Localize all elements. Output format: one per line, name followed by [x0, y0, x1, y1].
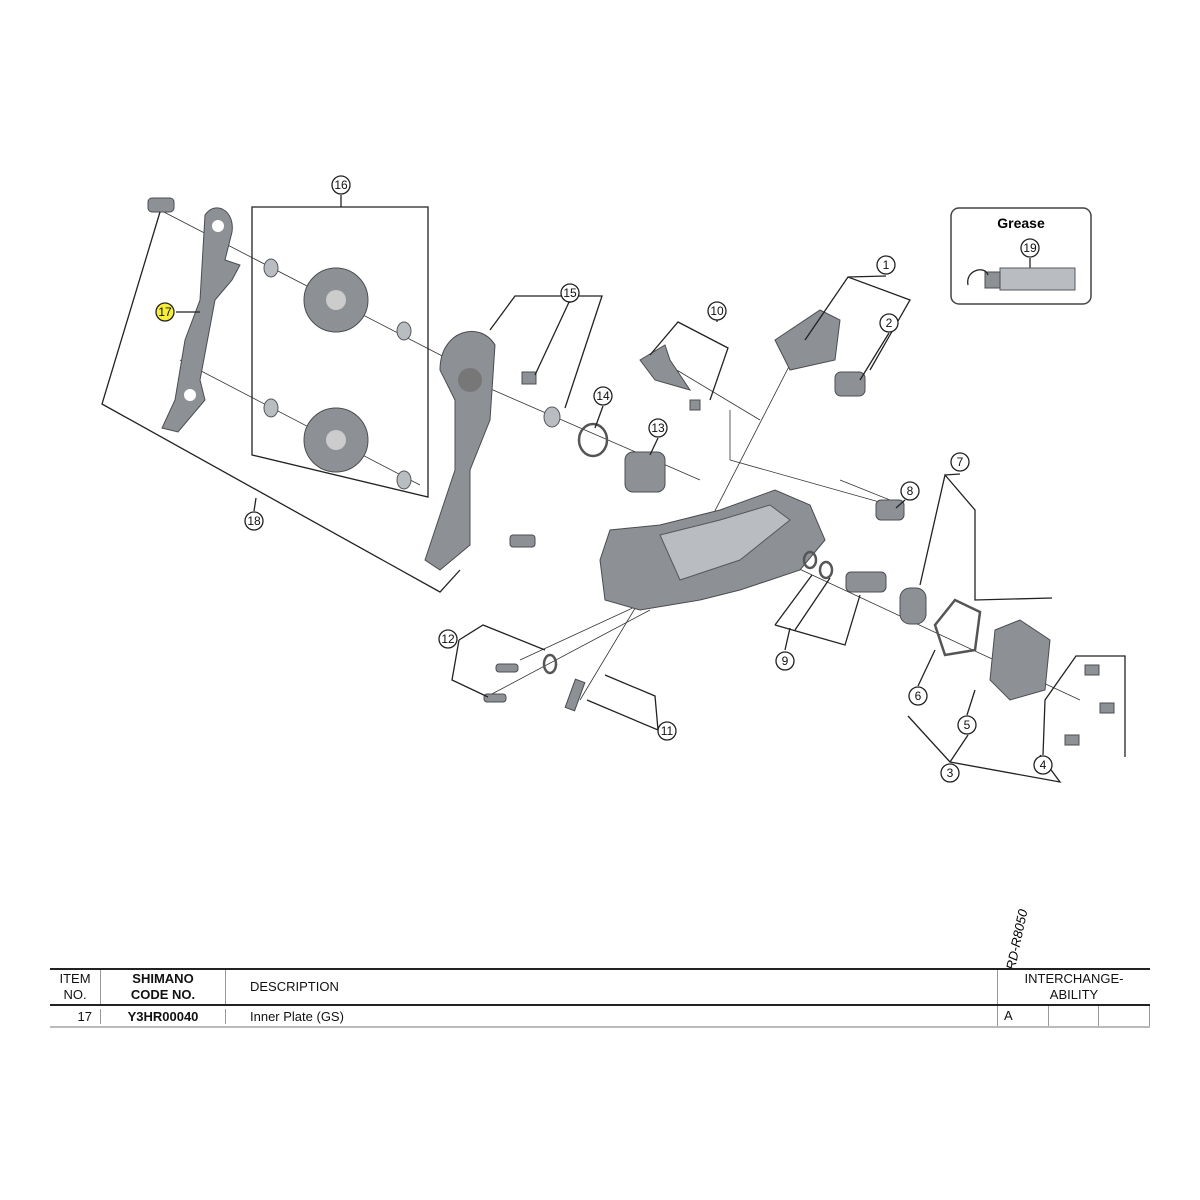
svg-text:10: 10: [710, 304, 724, 318]
svg-text:4: 4: [1040, 758, 1047, 772]
part-4-screws: [1064, 664, 1115, 746]
part-1-2: [774, 309, 866, 397]
part-5-cover: [989, 619, 1051, 701]
callout-10[interactable]: 10: [707, 301, 727, 321]
svg-text:13: 13: [651, 421, 665, 435]
callout-16[interactable]: 16: [331, 175, 351, 195]
part-7: [899, 587, 927, 625]
cell-code: Y3HR00040: [100, 1008, 225, 1024]
callout-9[interactable]: 9: [775, 651, 795, 671]
grease-label: Grease: [997, 215, 1045, 231]
part-9: [802, 550, 887, 593]
svg-text:15: 15: [563, 286, 577, 300]
callout-15[interactable]: 15: [560, 283, 580, 303]
cell-description: Inner Plate (GS): [225, 1008, 997, 1024]
interchange-value: A: [998, 1006, 1049, 1026]
callout-8[interactable]: 8: [900, 481, 920, 501]
callout-4[interactable]: 4: [1033, 755, 1053, 775]
callout-1[interactable]: 1: [876, 255, 896, 275]
part-10: [639, 344, 701, 411]
svg-text:12: 12: [441, 632, 455, 646]
callout-6[interactable]: 6: [908, 686, 928, 706]
exploded-parts-diagram: Grease 1 2 3 4 5 6 7 8 9 10 11 12 13 14 …: [101, 175, 1126, 783]
assembly-axis-lines: [159, 209, 1081, 701]
part-12: [483, 653, 558, 703]
header-description: DESCRIPTION: [225, 970, 997, 1004]
empty-cell: [1099, 1006, 1150, 1026]
grease-box: Grease: [950, 207, 1092, 305]
part-6-gasket: [933, 598, 982, 657]
svg-text:9: 9: [782, 654, 789, 668]
header-text: SHIMANO: [132, 971, 194, 986]
svg-text:5: 5: [964, 718, 971, 732]
callout-18[interactable]: 18: [244, 511, 264, 531]
part-bolt: [147, 197, 175, 213]
part-14: [577, 422, 609, 458]
callout-5[interactable]: 5: [957, 715, 977, 735]
svg-text:6: 6: [915, 689, 922, 703]
svg-text:16: 16: [334, 178, 348, 192]
part-16-pulleys[interactable]: [263, 258, 412, 490]
svg-text:14: 14: [596, 389, 610, 403]
part-13-spring: [624, 451, 666, 493]
callout-12[interactable]: 12: [438, 629, 458, 649]
header-text: ABILITY: [1049, 987, 1099, 1002]
svg-text:3: 3: [947, 766, 954, 780]
svg-text:8: 8: [907, 484, 914, 498]
svg-text:1: 1: [883, 258, 890, 272]
header-text: ITEM: [59, 971, 91, 986]
svg-text:19: 19: [1023, 241, 1037, 255]
callout-17-highlighted[interactable]: 17: [155, 302, 175, 322]
part-15: [521, 371, 561, 428]
svg-text:2: 2: [886, 316, 893, 330]
header-text: CODE NO.: [130, 987, 196, 1002]
svg-text:7: 7: [957, 455, 964, 469]
part-outer-plate: [424, 330, 536, 571]
part-17-inner-plate[interactable]: [161, 207, 241, 433]
svg-text:11: 11: [661, 724, 674, 738]
table-row[interactable]: 17 Y3HR00040 Inner Plate (GS) A: [50, 1006, 1150, 1028]
part-8: [875, 499, 905, 521]
callout-7[interactable]: 7: [950, 452, 970, 472]
cell-interchange: A: [997, 1006, 1150, 1026]
part-main-body: [599, 489, 826, 611]
callout-19[interactable]: 19: [1020, 238, 1040, 258]
header-text: NO.: [63, 987, 87, 1002]
callout-14[interactable]: 14: [593, 386, 613, 406]
svg-text:17: 17: [158, 305, 172, 319]
part-11: [564, 678, 586, 712]
empty-cell: [1049, 1006, 1100, 1026]
callout-2[interactable]: 2: [879, 313, 899, 333]
header-text: DESCRIPTION: [250, 979, 339, 994]
callout-3[interactable]: 3: [940, 763, 960, 783]
header-text: INTERCHANGE-: [1024, 971, 1124, 986]
callout-11[interactable]: 11: [657, 721, 677, 741]
svg-text:18: 18: [247, 514, 261, 528]
header-interchangeability: INTERCHANGE-ABILITY: [997, 970, 1150, 1004]
cell-item: 17: [77, 1008, 92, 1024]
leader-lines: [101, 195, 1126, 783]
callout-13[interactable]: 13: [648, 418, 668, 438]
